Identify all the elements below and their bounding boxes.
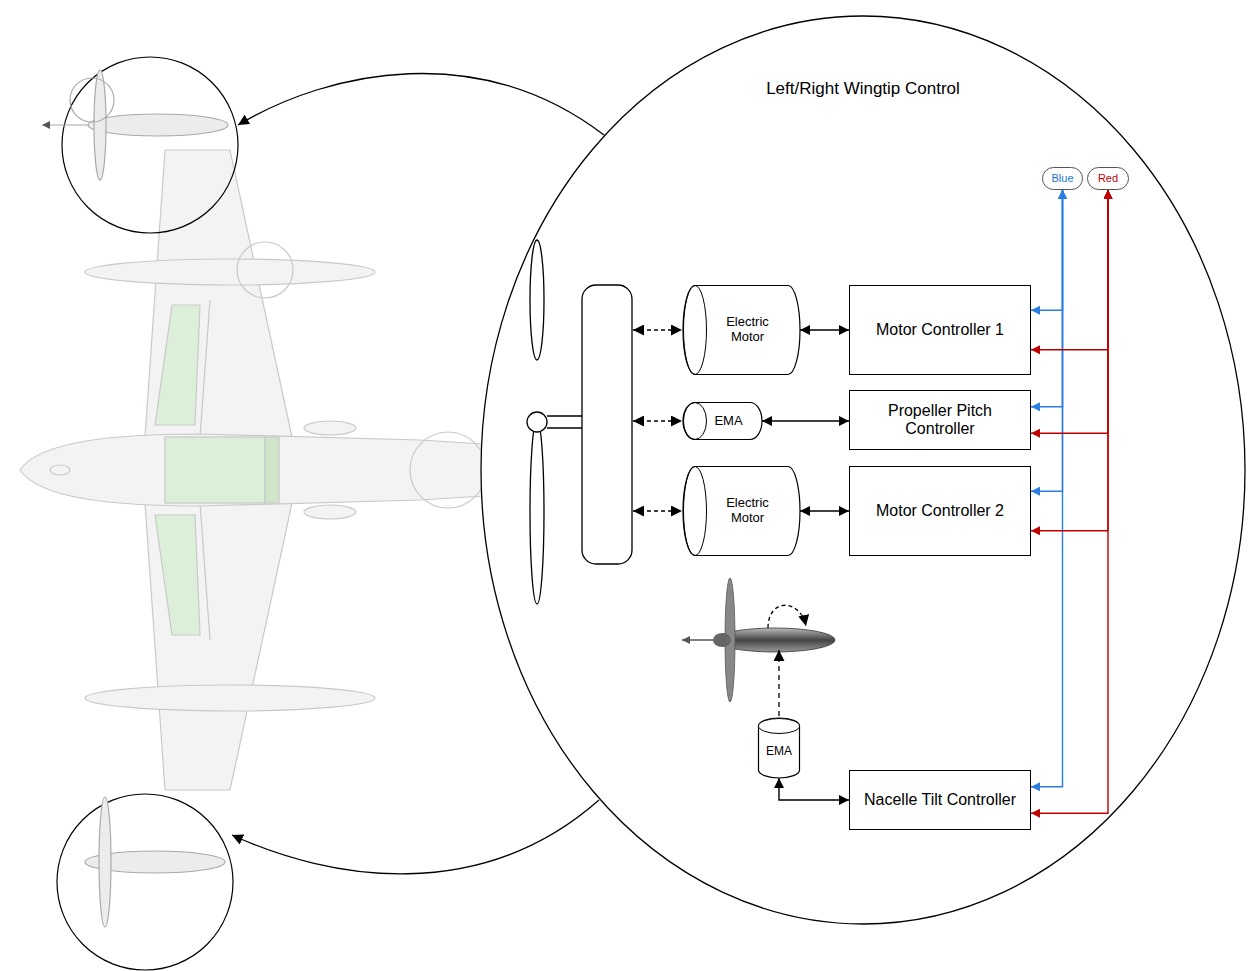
bus-terminal: Blue <box>1042 167 1083 190</box>
signal-connector <box>762 420 849 421</box>
upper-wing <box>145 150 292 437</box>
wing-spar-line <box>200 503 210 640</box>
cylinder-face <box>684 403 707 440</box>
cylinder-face <box>684 286 707 375</box>
signal-connector <box>800 510 849 511</box>
region-heading: Left/Right Wingtip Control <box>480 79 1246 99</box>
cylinder-body <box>683 467 800 556</box>
cylinder-body <box>683 403 762 440</box>
propeller-blade <box>530 240 544 360</box>
power-bus-connector <box>1031 190 1108 433</box>
mechanical-links <box>633 330 682 511</box>
controller-box: Nacelle Tilt Controller <box>849 770 1031 830</box>
inner-nacelle <box>85 685 375 711</box>
thrust-arrow <box>682 639 715 640</box>
control-region: Left/Right Wingtip ControlBlue RedElectri… <box>480 15 1246 925</box>
wing-panel <box>155 305 200 425</box>
wingtip-nacelle <box>85 797 225 927</box>
shaft <box>547 427 582 428</box>
bus-terminal: Red <box>1087 167 1129 190</box>
detail-circle <box>62 57 238 233</box>
nacelle-icon <box>682 578 835 716</box>
stabilizer <box>304 505 356 519</box>
stabilizer <box>304 421 356 435</box>
nacelle-body <box>88 114 228 136</box>
cylinder-face <box>684 467 707 556</box>
fuselage <box>20 434 500 506</box>
box-label: Electric Motor <box>715 496 781 526</box>
controller-box: Motor Controller 2 <box>849 466 1031 556</box>
box-label: Propeller Pitch Controller <box>862 402 1018 439</box>
electric-motor: Electric Motor <box>683 285 800 375</box>
callout-arrow <box>232 800 599 874</box>
tilt-link <box>778 650 779 716</box>
inner-nacelle <box>85 259 375 285</box>
signal-connector <box>800 329 849 330</box>
propeller-blade <box>530 420 544 604</box>
spinner <box>713 633 731 647</box>
mechanical-link <box>633 329 682 330</box>
box-label: Motor Controller 1 <box>876 321 1004 339</box>
tilt-direction <box>768 605 806 628</box>
lower-wing <box>145 503 292 790</box>
region-outline <box>481 16 1245 924</box>
aircraft-planform <box>20 150 500 790</box>
power-bus-connector <box>1031 190 1108 350</box>
nose-detail <box>50 465 70 475</box>
detail-circle <box>57 794 233 970</box>
power-bus-connector <box>1031 190 1063 491</box>
propeller-hub <box>527 412 547 432</box>
callout-arrow <box>238 74 604 135</box>
controller-box: Propeller Pitch Controller <box>849 390 1031 450</box>
power-bus-connector <box>1031 190 1063 407</box>
center-panel <box>165 437 265 503</box>
mechanical-link <box>633 510 682 511</box>
power-bus-connector <box>1031 190 1063 310</box>
electric-motor: Electric Motor <box>683 466 800 556</box>
signal-connector <box>779 778 849 800</box>
box-label: EMA <box>766 745 792 759</box>
actuator-cylinder: EMA <box>758 718 800 778</box>
controller-box: Motor Controller 1 <box>849 285 1031 375</box>
cylinder-face <box>759 719 800 734</box>
wing-spar-line <box>200 300 210 437</box>
tail-rotor-disc <box>410 432 486 508</box>
cylinder-body <box>759 718 800 778</box>
box-label: Nacelle Tilt Controller <box>864 791 1016 809</box>
center-panel <box>265 437 279 503</box>
box-label: Electric Motor <box>715 315 781 345</box>
drive-train <box>527 240 632 604</box>
box-label: Red <box>1098 172 1118 185</box>
power-bus-connector <box>1031 190 1063 787</box>
mechanical-link <box>633 420 682 421</box>
box-label: EMA <box>704 414 754 429</box>
propeller-blade <box>99 797 111 927</box>
wingtip-nacelle <box>42 70 228 180</box>
tilt-arc <box>70 78 114 122</box>
shaft <box>547 415 582 416</box>
wing-panel <box>155 515 200 635</box>
rotor-disc <box>237 242 293 298</box>
power-bus-connector <box>1031 190 1108 813</box>
propeller-blade <box>94 70 106 180</box>
gearbox <box>582 285 632 564</box>
box-label: Blue <box>1051 172 1073 185</box>
power-bus-connector <box>1031 190 1108 531</box>
box-label: Motor Controller 2 <box>876 502 1004 520</box>
actuator-cylinder: EMA <box>683 402 762 440</box>
thrust-arrow <box>42 124 88 125</box>
cylinder-body <box>683 286 800 375</box>
detail-ground <box>480 15 1246 925</box>
